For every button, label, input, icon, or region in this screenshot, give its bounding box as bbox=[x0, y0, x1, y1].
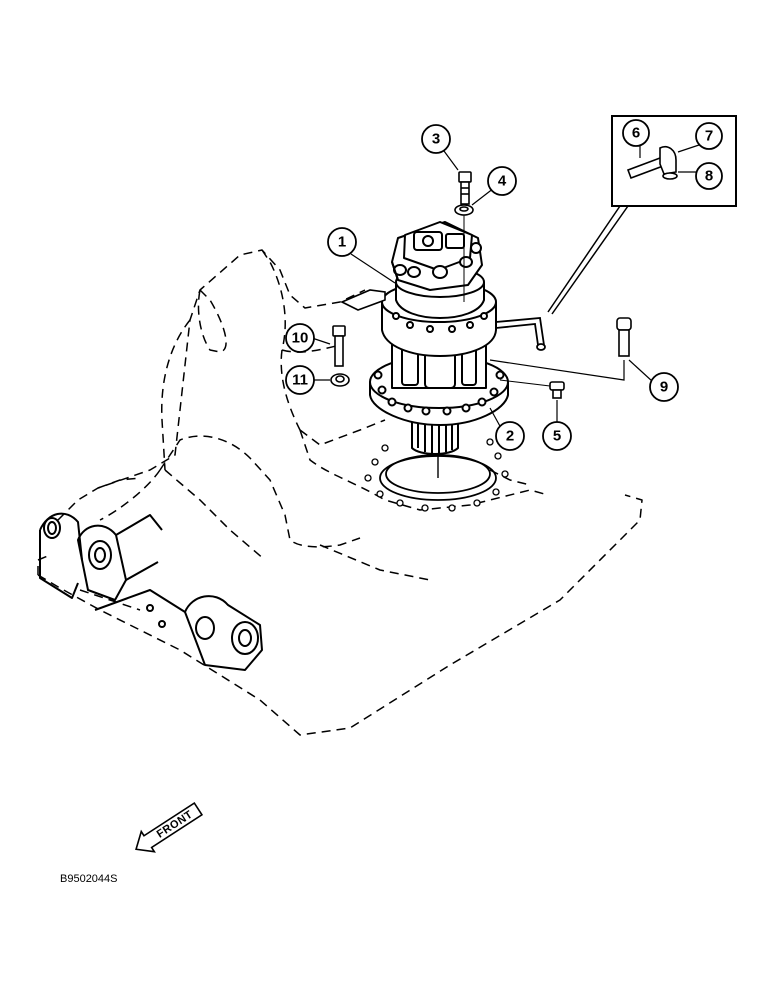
figure-code: B9502044S bbox=[60, 873, 118, 885]
callout-1-label: 1 bbox=[338, 234, 346, 251]
part10-bolt bbox=[332, 325, 346, 367]
swing-motor-body bbox=[391, 221, 483, 291]
callout-10: 10 bbox=[285, 323, 315, 353]
callout-6: 6 bbox=[622, 119, 650, 147]
callout-leaders bbox=[311, 144, 700, 429]
swing-gearbox-housing bbox=[369, 266, 509, 455]
part5-pointer-line bbox=[499, 379, 551, 387]
callout-3-label: 3 bbox=[432, 131, 440, 148]
callout-4: 4 bbox=[487, 166, 517, 196]
callout-4-label: 4 bbox=[498, 173, 507, 190]
drain-pipe bbox=[495, 317, 546, 351]
part11-washer bbox=[330, 373, 350, 387]
part3-bolt bbox=[458, 171, 472, 205]
callout-10-label: 10 bbox=[292, 330, 309, 347]
upper-structure-outline bbox=[37, 249, 643, 736]
callout-5-label: 5 bbox=[553, 428, 561, 445]
callout-3: 3 bbox=[421, 124, 451, 154]
part9-dowel-pin bbox=[616, 317, 632, 357]
callout-11-label: 11 bbox=[292, 372, 308, 389]
callout-5: 5 bbox=[542, 421, 572, 451]
callout-1: 1 bbox=[327, 227, 357, 257]
callout-7: 7 bbox=[695, 122, 723, 150]
callout-9: 9 bbox=[649, 372, 679, 402]
callout-2: 2 bbox=[495, 421, 525, 451]
callout-8-label: 8 bbox=[705, 168, 713, 185]
callout-6-label: 6 bbox=[632, 125, 640, 142]
callout-11: 11 bbox=[285, 365, 315, 395]
part4-washer bbox=[454, 204, 474, 216]
boom-mounting-brackets bbox=[39, 512, 263, 671]
part5-fitting bbox=[549, 381, 565, 399]
callout-9-label: 9 bbox=[660, 379, 668, 396]
swing-bearing-opening bbox=[379, 454, 497, 501]
callout-8: 8 bbox=[695, 162, 723, 190]
callout-7-label: 7 bbox=[705, 128, 713, 145]
front-direction-arrow: FRONT bbox=[135, 801, 204, 853]
part9-pointer-line bbox=[489, 359, 625, 381]
bolt-circle-holes bbox=[364, 438, 509, 512]
motor-bracket-lug bbox=[340, 289, 386, 311]
callout-2-label: 2 bbox=[506, 428, 514, 445]
part6-7-elbow-fitting bbox=[626, 145, 678, 180]
